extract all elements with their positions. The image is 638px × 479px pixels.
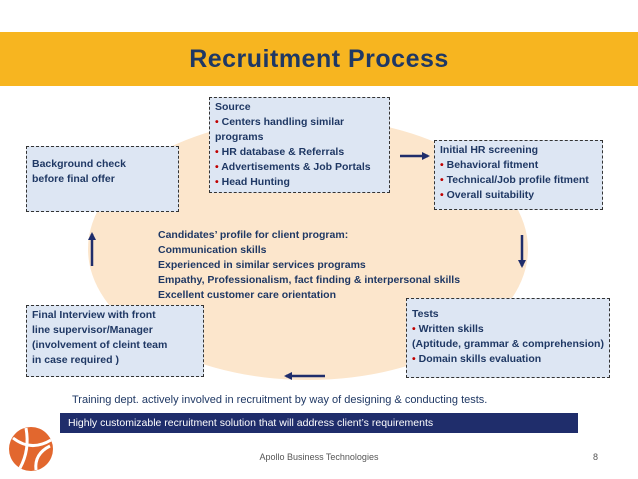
source-heading: Source <box>215 101 251 113</box>
candidate-profile-line: Experienced in similar services programs <box>158 259 366 271</box>
tests-item: • Domain skills evaluation <box>412 353 542 365</box>
background-check-line: Background check <box>32 158 126 170</box>
source-item: • HR database & Referrals <box>215 146 345 158</box>
highlight-text: Highly customizable recruitment solution… <box>68 417 434 429</box>
tests-heading: Tests <box>412 308 439 320</box>
candidate-profile-heading: Candidates’ profile for client program: <box>158 229 349 241</box>
candidate-profile-line: Empathy, Professionalism, fact finding &… <box>158 274 461 286</box>
final-interview-line: (involvement of cleint team <box>32 339 168 351</box>
candidate-profile-line: Communication skills <box>158 244 267 256</box>
source-item: • Advertisements & Job Portals <box>215 161 371 173</box>
apollo-logo-icon <box>9 427 53 471</box>
final-interview-box: Final Interview with front line supervis… <box>26 305 204 377</box>
title-bar <box>0 32 638 86</box>
initial-hr-item: • Behavioral fitment <box>440 159 539 171</box>
source-box: Source • Centers handling similar progra… <box>209 97 390 193</box>
candidate-profile: Candidates’ profile for client program: … <box>158 228 478 303</box>
training-note: Training dept. actively involved in recr… <box>72 394 488 406</box>
background-check-line: before final offer <box>32 173 115 185</box>
initial-hr-box: Initial HR screening • Behavioral fitmen… <box>434 140 603 210</box>
tests-item: • Written skills <box>412 323 484 335</box>
tests-box: Tests • Written skills (Aptitude, gramma… <box>406 298 610 378</box>
highlight-bar <box>60 413 578 433</box>
final-interview-line: line supervisor/Manager <box>32 324 153 336</box>
background-check-box: Background check before final offer <box>26 146 179 212</box>
slide-title: Recruitment Process <box>189 45 449 73</box>
initial-hr-item: • Overall suitability <box>440 189 535 201</box>
candidate-profile-line: Excellent customer care orientation <box>158 289 336 301</box>
footer-text: Apollo Business Technologies <box>259 452 379 462</box>
final-interview-line: Final Interview with front <box>32 309 156 321</box>
tests-line: (Aptitude, grammar & comprehension) <box>412 338 604 350</box>
page-number: 8 <box>593 452 599 462</box>
source-item: • Head Hunting <box>215 176 290 188</box>
initial-hr-item: • Technical/Job profile fitment <box>440 174 589 186</box>
source-item: • Centers handling similar programs <box>215 116 345 143</box>
initial-hr-heading: Initial HR screening <box>440 144 539 156</box>
final-interview-line: in case required ) <box>32 354 119 366</box>
